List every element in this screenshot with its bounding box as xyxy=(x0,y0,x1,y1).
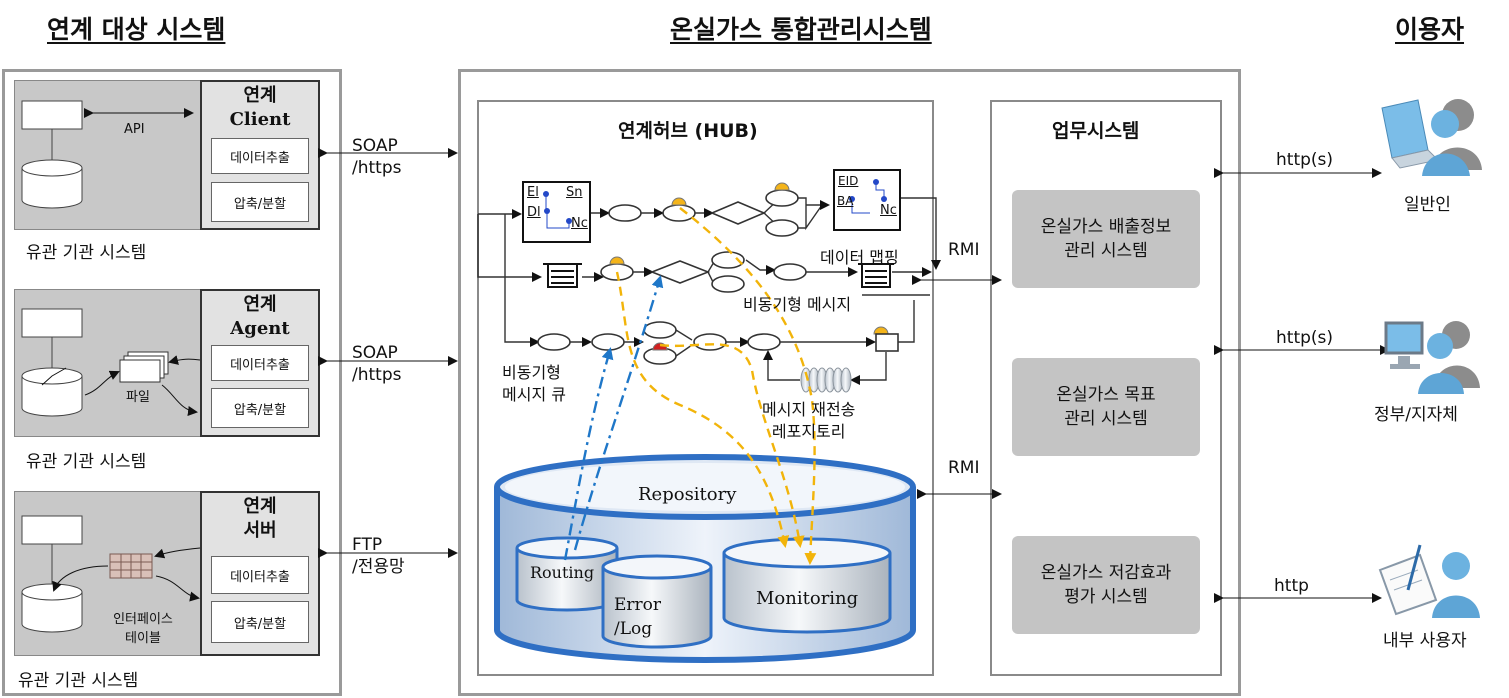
mapper-left-label-b: Sn xyxy=(566,185,583,200)
protocol-line: /전용망 xyxy=(352,557,405,577)
header-source-systems: 연계 대상 시스템 xyxy=(47,15,226,44)
extract-button: 데이터추출 xyxy=(211,556,309,594)
repository-label: Repository xyxy=(638,484,737,505)
interface-table-label: 인터페이스 테이블 xyxy=(102,608,184,646)
api-label: API xyxy=(124,122,145,137)
source-system-caption: 유관 기관 시스템 xyxy=(26,452,147,472)
error-line: Error xyxy=(614,595,662,615)
user-label-internal: 내부 사용자 xyxy=(1383,631,1467,651)
resend-repository-label: 메시지 재전송 레포지토리 xyxy=(762,399,855,443)
user-clipboard-icon xyxy=(1378,544,1480,618)
database-icon xyxy=(21,159,83,209)
header-integrated-system: 온실가스 통합관리시스템 xyxy=(670,15,932,44)
business-title: 업무시스템 xyxy=(1052,120,1140,142)
error-log-label: Error /Log xyxy=(614,593,661,641)
mapper-right-label-b: BA xyxy=(837,194,854,208)
rmi-label: RMI xyxy=(948,240,980,260)
user-desktop-icon xyxy=(1384,321,1480,394)
business-line: 온실가스 배출정보 xyxy=(1040,217,1172,237)
mapper-right-label-a: EID xyxy=(838,174,859,188)
resend-node xyxy=(875,333,899,352)
user-protocol: http xyxy=(1274,576,1309,596)
client-subtitle: Agent xyxy=(230,318,290,339)
data-mapping-label: 데이터 맵핑 xyxy=(820,248,899,267)
source-systems-drawing xyxy=(21,100,201,633)
mapper-right xyxy=(833,169,901,231)
protocol-line: /https xyxy=(352,365,402,385)
user-protocol: http(s) xyxy=(1276,328,1334,348)
async-queue-line: 비동기형 xyxy=(502,363,561,382)
mapper-left-label-c: Dl xyxy=(527,205,541,220)
extract-button: 데이터추출 xyxy=(211,138,309,174)
hub-title: 연계허브 (HUB) xyxy=(618,120,758,142)
header-users: 이용자 xyxy=(1395,15,1465,44)
business-line: 온실가스 목표 xyxy=(1056,385,1156,405)
client-title: 연계 xyxy=(243,496,277,517)
async-message-label: 비동기형 메시지 xyxy=(743,295,852,314)
client-title: 연계 xyxy=(243,85,277,106)
protocol-line: /https xyxy=(352,158,402,178)
screen-icon xyxy=(21,100,83,130)
queue-icon xyxy=(543,263,582,288)
user-label-government: 정부/지자체 xyxy=(1374,405,1458,425)
resend-line: 레포지토리 xyxy=(771,422,846,441)
routing-label: Routing xyxy=(530,563,595,582)
client-subtitle: Client xyxy=(229,109,291,130)
async-queue-line: 메시지 큐 xyxy=(502,385,566,404)
monitoring-label: Monitoring xyxy=(756,588,859,609)
file-label: 파일 xyxy=(126,390,150,405)
compress-button: 압축/분할 xyxy=(211,388,309,428)
error-line: /Log xyxy=(614,619,653,639)
mapper-left-label-d: Nc xyxy=(571,216,588,231)
interface-label: 인터페이스 xyxy=(113,612,173,627)
source-system-caption: 유관 기관 시스템 xyxy=(26,243,147,263)
business-line: 관리 시스템 xyxy=(1064,241,1148,261)
business-line: 온실가스 저감효과 xyxy=(1040,563,1172,583)
resend-repository-icon xyxy=(800,367,852,393)
user-label-public: 일반인 xyxy=(1404,195,1451,215)
screen-icon xyxy=(21,515,83,545)
source-system-caption: 유관 기관 시스템 xyxy=(18,671,139,691)
queue-icon xyxy=(858,263,894,288)
user-protocol: http(s) xyxy=(1276,150,1334,170)
file-stack-icon xyxy=(119,351,169,383)
client-title: 연계 xyxy=(243,294,277,315)
mapper-left xyxy=(522,181,591,243)
screen-icon xyxy=(21,308,83,338)
business-line: 평가 시스템 xyxy=(1064,587,1148,607)
async-queue-label: 비동기형 메시지 큐 xyxy=(502,362,566,406)
mapper-right-label-c: Nc xyxy=(880,203,897,218)
decision-diamond xyxy=(709,201,767,225)
table-grid-icon xyxy=(109,553,153,579)
database-icon xyxy=(21,583,83,633)
compress-button: 압축/분할 xyxy=(211,182,309,222)
decision-diamond xyxy=(649,260,711,284)
table-label: 테이블 xyxy=(125,631,161,646)
mapper-left-label-a: El xyxy=(527,185,539,200)
extract-button: 데이터추출 xyxy=(211,345,309,381)
rmi-label: RMI xyxy=(948,458,980,478)
client-subtitle: 서버 xyxy=(243,520,277,541)
compress-button: 압축/분할 xyxy=(211,601,309,643)
user-computer-icon xyxy=(1381,99,1482,176)
resend-line: 메시지 재전송 xyxy=(762,400,856,419)
error-log-cylinder xyxy=(601,554,713,649)
business-line: 관리 시스템 xyxy=(1064,409,1148,429)
monitoring-cylinder xyxy=(722,537,892,634)
